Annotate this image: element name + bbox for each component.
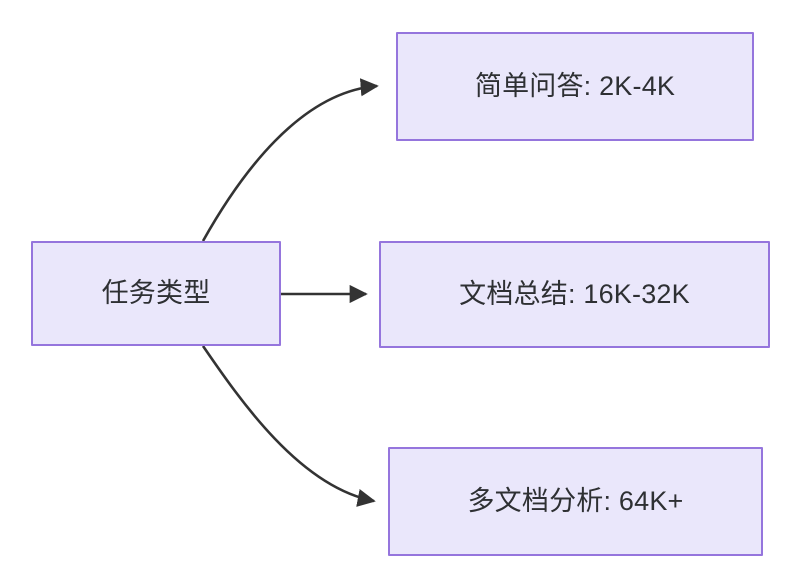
node-task-type[interactable]: 任务类型 bbox=[31, 241, 281, 346]
node-multi-doc-label: 多文档分析: 64K+ bbox=[467, 485, 684, 516]
edge-source-to-simple-qa bbox=[201, 78, 379, 242]
node-doc-summary[interactable]: 文档总结: 16K-32K bbox=[379, 241, 770, 348]
node-multi-doc[interactable]: 多文档分析: 64K+ bbox=[388, 447, 763, 556]
edge-source-to-multi-doc bbox=[201, 345, 376, 507]
node-simple-qa[interactable]: 简单问答: 2K-4K bbox=[396, 32, 754, 141]
node-simple-qa-label: 简单问答: 2K-4K bbox=[474, 70, 676, 101]
node-doc-summary-label: 文档总结: 16K-32K bbox=[459, 278, 690, 309]
node-task-type-label: 任务类型 bbox=[101, 277, 211, 308]
